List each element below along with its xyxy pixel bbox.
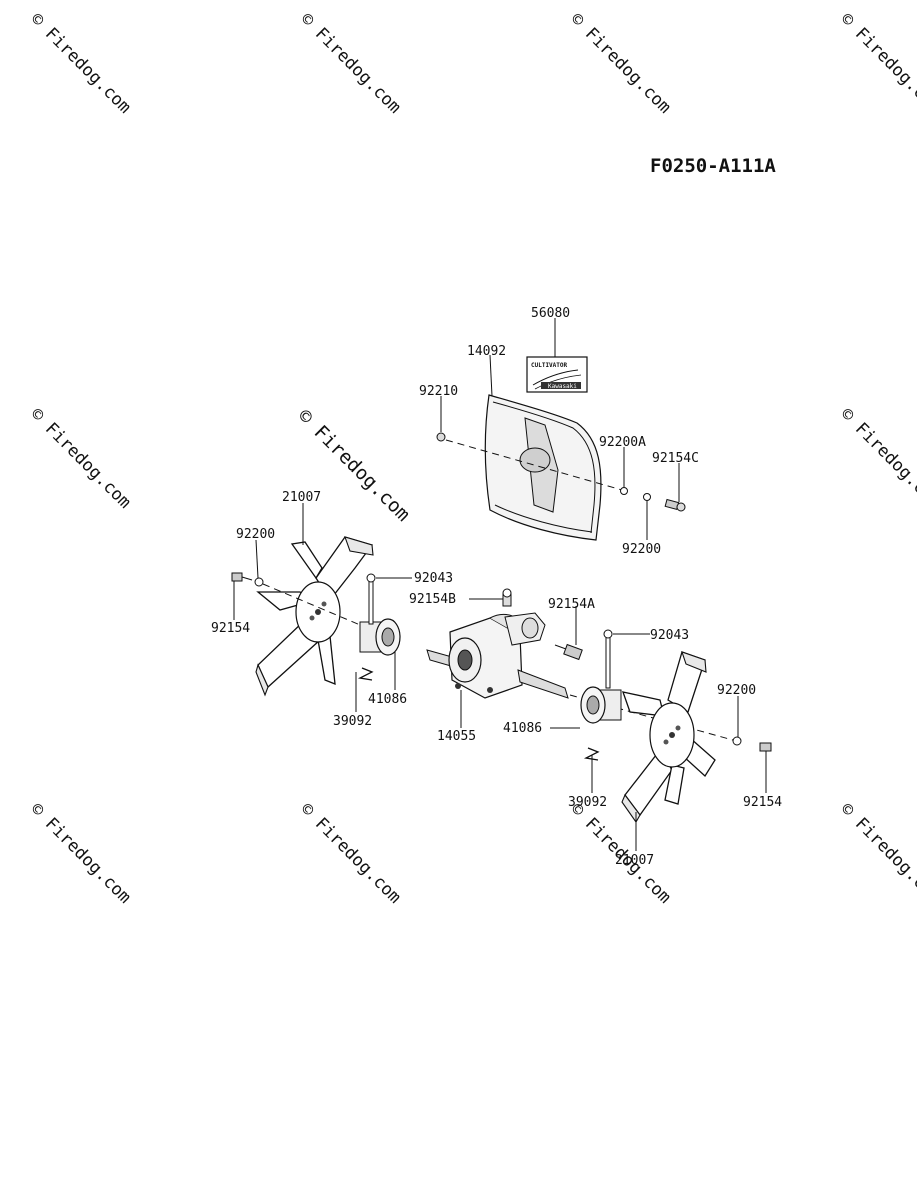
label-92043-right: 92043	[650, 628, 689, 643]
tine-right-21007	[621, 651, 716, 824]
bolt-92154-right	[759, 742, 772, 752]
watermark-text: © Firedog.com	[296, 9, 404, 117]
bolt-92154B	[502, 588, 512, 607]
diagram-code: F0250-A111A	[650, 155, 776, 177]
label-92154-right: 92154	[743, 795, 782, 810]
part-labels: 56080 14092 92210 92200A 92154C 92200 21…	[211, 306, 782, 868]
label-41086-right: 41086	[503, 721, 542, 736]
label-92200A: 92200A	[599, 435, 646, 450]
label-92200-top: 92200	[622, 542, 661, 557]
decal-line2: Kawasaki	[548, 383, 577, 390]
center-watermark: © Firedog.com	[293, 405, 414, 526]
bolt-92154A	[554, 643, 583, 661]
bolt-92154C	[664, 498, 686, 512]
watermark-text: © Firedog.com	[566, 9, 674, 117]
decal-56080: CULTIVATOR Kawasaki	[526, 356, 588, 393]
label-39092-left: 39092	[333, 714, 372, 729]
watermark-text: © Firedog.com	[836, 404, 917, 512]
label-21007-left: 21007	[282, 490, 321, 505]
clip-39092-left	[357, 667, 374, 681]
pin-92043-left	[366, 573, 376, 625]
label-41086-left: 41086	[368, 692, 407, 707]
gearbox-14055	[426, 612, 569, 699]
washer-92200-left	[254, 577, 264, 587]
leader-lines	[233, 318, 767, 851]
washer-92200-top	[643, 493, 651, 501]
watermark-text: © Firedog.com	[836, 799, 917, 907]
bolt-92154-left	[231, 572, 253, 582]
label-92043-left: 92043	[414, 571, 453, 586]
label-14055: 14055	[437, 729, 476, 744]
pin-92043-right	[603, 629, 613, 689]
background-watermarks: © Firedog.com © Firedog.com © Firedog.co…	[26, 9, 917, 907]
label-21007-right: 21007	[615, 853, 654, 868]
label-92154B: 92154B	[409, 592, 456, 607]
label-92154-left: 92154	[211, 621, 250, 636]
label-39092-right: 39092	[568, 795, 607, 810]
washer-92200-right	[732, 736, 742, 746]
watermark-text: © Firedog.com	[26, 9, 134, 117]
label-92154C: 92154C	[652, 451, 699, 466]
label-56080: 56080	[531, 306, 570, 321]
watermark-text: © Firedog.com	[26, 799, 134, 907]
label-92154A: 92154A	[548, 597, 595, 612]
watermark-text: © Firedog.com	[836, 9, 917, 117]
nut-92210	[436, 432, 446, 442]
label-92200-right: 92200	[717, 683, 756, 698]
label-92200-left: 92200	[236, 527, 275, 542]
decal-line1: CULTIVATOR	[531, 362, 568, 369]
label-92210: 92210	[419, 384, 458, 399]
washer-92200A	[620, 487, 628, 495]
watermark-text: © Firedog.com	[26, 404, 134, 512]
hub-41086-right	[580, 686, 622, 724]
watermark-text: © Firedog.com	[296, 799, 404, 907]
label-14092: 14092	[467, 344, 506, 359]
hub-41086-left	[359, 618, 401, 656]
tine-left-21007	[255, 536, 374, 697]
